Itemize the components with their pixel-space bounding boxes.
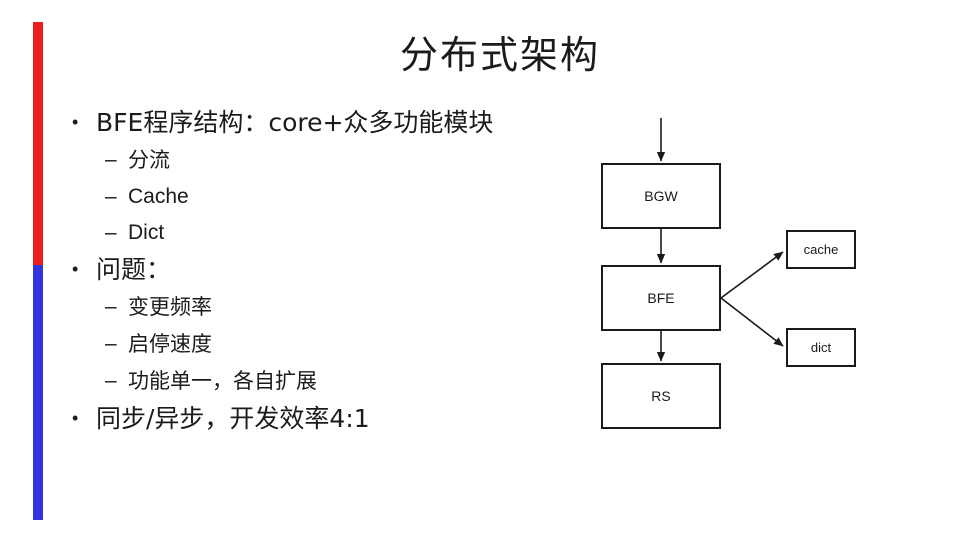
bullet-marker-icon: •	[72, 112, 79, 132]
page-title: 分布式架构	[399, 33, 600, 77]
bullet-marker-icon: •	[72, 259, 79, 279]
list-item: • 问题：	[66, 251, 586, 289]
diagram-node-label: dict	[810, 340, 832, 355]
list-item-label: 问题：	[96, 255, 172, 284]
accent-bar-blue	[33, 265, 43, 520]
diagram-node-label: RS	[651, 388, 671, 404]
diagram-node-bfe[interactable]: BFE	[601, 265, 721, 331]
bullet-list: • BFE程序结构：core+众多功能模块 – 分流 – Cache – Dic…	[66, 104, 586, 438]
list-item: – Cache	[66, 179, 586, 215]
accent-bar-red	[33, 22, 43, 265]
edge-bfe-to-dict	[720, 297, 784, 347]
diagram-connectors	[656, 118, 784, 362]
list-item: – 启停速度	[66, 326, 586, 363]
dash-marker-icon: –	[105, 148, 117, 171]
list-item-label: Dict	[128, 221, 165, 244]
list-item-label: 启停速度	[128, 332, 212, 356]
diagram-node-cache[interactable]: cache	[786, 230, 856, 269]
list-item: – 功能单一，各自扩展	[66, 363, 586, 400]
dash-marker-icon: –	[105, 185, 117, 208]
dash-marker-icon: –	[105, 369, 117, 392]
list-item-label: Cache	[128, 185, 189, 208]
dash-marker-icon: –	[105, 221, 117, 244]
list-item: – 分流	[66, 142, 586, 179]
list-item: • 同步/异步，开发效率4:1	[66, 400, 586, 438]
list-item-label: 功能单一，各自扩展	[128, 369, 317, 393]
diagram-node-label: cache	[803, 242, 839, 257]
dash-marker-icon: –	[105, 295, 117, 318]
list-item: – Dict	[66, 215, 586, 251]
list-item-label: 变更频率	[128, 295, 212, 319]
list-item: • BFE程序结构：core+众多功能模块	[66, 104, 586, 142]
list-item-label: BFE程序结构：core+众多功能模块	[96, 108, 494, 137]
dash-marker-icon: –	[105, 332, 117, 355]
list-item-label: 同步/异步，开发效率4:1	[96, 404, 370, 433]
diagram-node-label: BFE	[647, 290, 675, 306]
bullet-marker-icon: •	[72, 408, 79, 428]
diagram-node-bgw[interactable]: BGW	[601, 163, 721, 229]
architecture-diagram: BGW BFE RS cache dict	[580, 100, 950, 445]
diagram-node-label: BGW	[644, 188, 678, 204]
edge-bfe-to-cache	[720, 251, 784, 299]
diagram-node-dict[interactable]: dict	[786, 328, 856, 367]
list-item-label: 分流	[128, 148, 170, 172]
list-item: – 变更频率	[66, 289, 586, 326]
diagram-node-rs[interactable]: RS	[601, 363, 721, 429]
